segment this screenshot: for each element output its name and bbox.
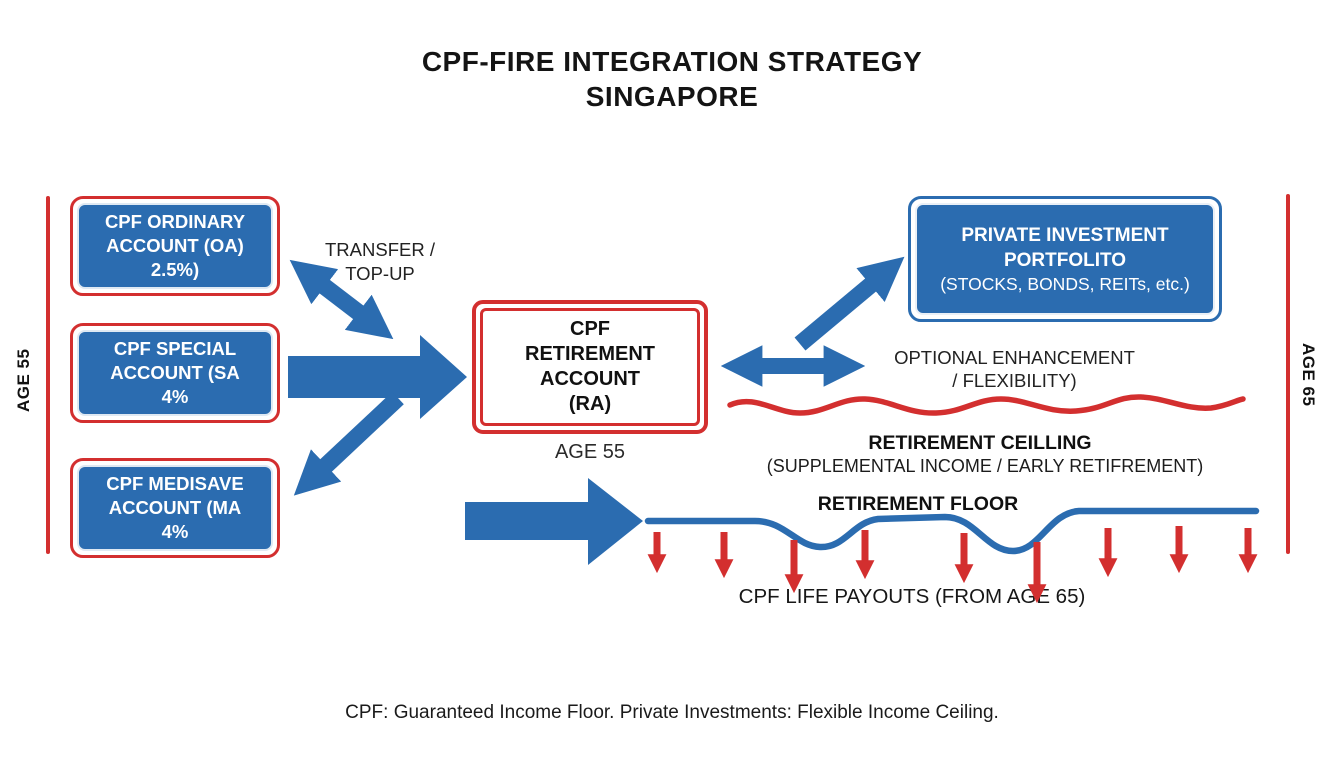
sa-to-ra-arrow [288, 335, 467, 419]
age-65-rail-label: AGE 65 [1299, 343, 1318, 407]
age-55-rail-label: AGE 55 [14, 348, 33, 412]
cpf-medisave-account-box-body: CPF MEDISAVE ACCOUNT (MA 4% [77, 465, 273, 551]
title-line-1: CPF-FIRE INTEGRATION STRATEGY [421, 46, 923, 77]
cpf-special-account-box-body: CPF SPECIAL ACCOUNT (SA 4% [77, 330, 273, 416]
oa-line-1: CPF ORDINARY [104, 211, 246, 232]
ra-line-1: CPF [570, 318, 610, 340]
investment-line-2: PORTFOLITO [1003, 249, 1127, 271]
private-investment-box: PRIVATE INVESTMENT PORTFOLITO (STOCKS, B… [908, 196, 1222, 322]
ra-line-4: (RA) [568, 393, 612, 415]
footer-caption: CPF: Guaranteed Income Floor. Private In… [345, 702, 999, 723]
cpf-retirement-account-box-body: CPF RETIREMENT ACCOUNT (RA) [480, 308, 700, 426]
retirement-ceiling-line [727, 394, 1246, 416]
retirement-ceiling-label: RETIREMENT CEILLING [868, 432, 1092, 454]
cpf-medisave-account-box: CPF MEDISAVE ACCOUNT (MA 4% [70, 458, 280, 558]
payout-arrows [647, 526, 1258, 604]
retirement-floor-label: RETIREMENT FLOOR [817, 493, 1019, 515]
retirement-ceiling-sublabel: (SUPPLEMENTAL INCOME / EARLY RETIFREMENT… [766, 456, 1204, 476]
optional-label-line-2: / FLEXIBILITY) [952, 370, 1077, 391]
retirement-floor-line [644, 507, 1260, 555]
title-line-2: SINGAPORE [585, 81, 759, 112]
ra-to-ma-arrow [293, 391, 404, 496]
cpf-life-payouts-label: CPF LIFE PAYOUTS (FROM AGE 65) [738, 585, 1086, 608]
optional-enhancement-label: OPTIONAL ENHANCEMENT / FLEXIBILITY) [872, 346, 1157, 392]
age-55-rail-line [46, 196, 50, 554]
ra-age-label: AGE 55 [554, 441, 626, 463]
private-investment-box-body: PRIVATE INVESTMENT PORTFOLITO (STOCKS, B… [915, 203, 1215, 315]
ma-line-2: ACCOUNT (MA [108, 497, 242, 518]
to-retirement-floor-arrow [465, 478, 643, 565]
cpf-ordinary-account-box-body: CPF ORDINARY ACCOUNT (OA) 2.5%) [77, 203, 273, 289]
cpf-retirement-account-box: CPF RETIREMENT ACCOUNT (RA) [472, 300, 708, 434]
investment-line-1: PRIVATE INVESTMENT [961, 224, 1169, 246]
optional-label-line-1: OPTIONAL ENHANCEMENT [894, 347, 1135, 368]
transfer-topup-label: TRANSFER / TOP-UP [298, 238, 462, 286]
cpf-special-account-box: CPF SPECIAL ACCOUNT (SA 4% [70, 323, 280, 423]
age-65-rail-line [1286, 194, 1290, 554]
ma-line-1: CPF MEDISAVE [106, 473, 244, 494]
sa-line-1: CPF SPECIAL [113, 338, 237, 359]
transfer-label-line-2: TOP-UP [345, 263, 415, 284]
page-title: CPF-FIRE INTEGRATION STRATEGY SINGAPORE [0, 44, 1344, 114]
ma-rate: 4% [161, 521, 189, 542]
ra-line-3: ACCOUNT [540, 368, 640, 390]
sa-rate: 4% [161, 386, 189, 407]
ra-line-2: RETIREMENT [525, 343, 655, 365]
transfer-label-line-1: TRANSFER / [325, 239, 435, 260]
oa-line-2: ACCOUNT (OA) [106, 235, 244, 256]
cpf-ordinary-account-box: CPF ORDINARY ACCOUNT (OA) 2.5%) [70, 196, 280, 296]
oa-rate: 2.5%) [150, 259, 200, 280]
to-investment-portfolio-arrow [794, 256, 905, 351]
sa-line-2: ACCOUNT (SA [110, 362, 240, 383]
investment-line-3: (STOCKS, BONDS, REITs, etc.) [940, 273, 1190, 294]
